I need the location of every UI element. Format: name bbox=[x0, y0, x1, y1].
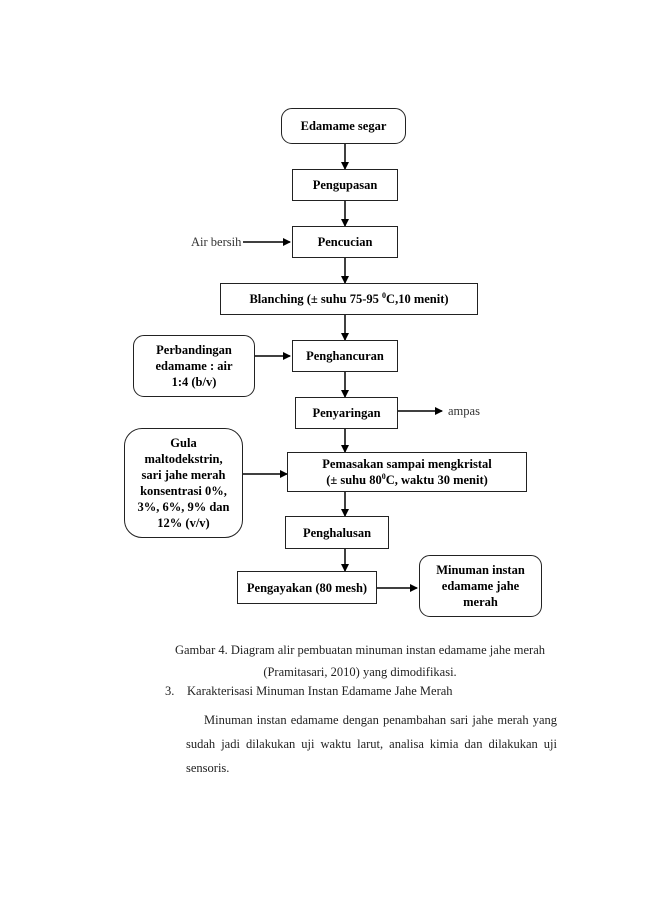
input-air-bersih: Air bersih bbox=[191, 234, 241, 250]
pemasakan-degree-sup: 0 bbox=[381, 471, 386, 481]
pemasakan-line-1: Pemasakan sampai mengkristal bbox=[322, 457, 492, 471]
perbandingan-line-2: edamame : air bbox=[155, 359, 233, 373]
step-penyaringan-label: Penyaringan bbox=[312, 406, 381, 420]
blanching-text-pre: Blanching (± suhu 75-95 bbox=[249, 292, 383, 306]
caption-line-2: (Pramitasari, 2010) yang dimodifikasi. bbox=[263, 665, 457, 679]
step-pengayakan: Pengayakan (80 mesh) bbox=[237, 571, 377, 604]
step-penghalusan-label: Penghalusan bbox=[302, 525, 372, 540]
section-paragraph: Minuman instan edamame dengan penambahan… bbox=[186, 713, 557, 775]
gula-line-3: sari jahe merah bbox=[141, 468, 226, 482]
caption-line-1: Gambar 4. Diagram alir pembuatan minuman… bbox=[174, 643, 545, 657]
gula-line-5: 3%, 6%, 9% dan bbox=[137, 500, 230, 514]
start-node-label: Edamame segar bbox=[300, 119, 387, 133]
step-blanching-label: Blanching (± suhu 75-95 0C,10 menit) bbox=[249, 291, 448, 307]
step-penyaringan: Penyaringan bbox=[295, 397, 398, 429]
input-perbandingan: Perbandingan edamame : air 1:4 (b/v) bbox=[133, 335, 255, 397]
output-ampas-label: ampas bbox=[448, 404, 480, 418]
gula-line-1: Gula bbox=[170, 436, 197, 450]
step-penghancuran-label: Penghancuran bbox=[306, 349, 384, 363]
result-line-2: edamame jahe bbox=[441, 579, 520, 593]
step-pencucian-label: Pencucian bbox=[317, 235, 373, 249]
output-minuman-instan: Minuman instan edamame jahe merah bbox=[419, 555, 542, 617]
step-pencucian: Pencucian bbox=[292, 226, 398, 258]
input-gula-maltodekstrin: Gula maltodekstrin, sari jahe merah kons… bbox=[124, 428, 243, 538]
section-number: 3. bbox=[165, 684, 175, 698]
blanching-degree-sup: 0 bbox=[382, 290, 387, 300]
section-title: Karakterisasi Minuman Instan Edamame Jah… bbox=[187, 684, 453, 698]
step-pemasakan: Pemasakan sampai mengkristal (± suhu 800… bbox=[287, 452, 527, 492]
step-pengayakan-label: Pengayakan (80 mesh) bbox=[246, 580, 368, 595]
start-node-edamame-segar: Edamame segar bbox=[281, 108, 406, 144]
pemasakan-line-2: (± suhu 800C, waktu 30 menit) bbox=[326, 472, 488, 488]
result-line-1: Minuman instan bbox=[436, 563, 525, 577]
gula-line-4: konsentrasi 0%, bbox=[140, 484, 227, 498]
section-heading: 3. Karakterisasi Minuman Instan Edamame J… bbox=[165, 684, 453, 699]
gula-line-6: 12% (v/v) bbox=[157, 516, 210, 530]
gula-line-2: maltodekstrin, bbox=[144, 452, 223, 466]
result-line-3: merah bbox=[463, 595, 498, 609]
step-blanching: Blanching (± suhu 75-95 0C,10 menit) bbox=[220, 283, 478, 315]
pemasakan-text-pre: (± suhu 80 bbox=[326, 473, 382, 487]
step-penghancuran: Penghancuran bbox=[292, 340, 398, 372]
step-pengupasan: Pengupasan bbox=[292, 169, 398, 201]
perbandingan-line-3: 1:4 (b/v) bbox=[171, 375, 217, 389]
input-air-bersih-label: Air bersih bbox=[191, 235, 242, 249]
pemasakan-text-post: C, waktu 30 menit) bbox=[385, 473, 488, 487]
blanching-text-post: C,10 menit) bbox=[386, 292, 449, 306]
step-penghalusan: Penghalusan bbox=[285, 516, 389, 549]
figure-caption: Gambar 4. Diagram alir pembuatan minuman… bbox=[130, 639, 590, 683]
output-ampas: ampas bbox=[448, 403, 480, 419]
step-pengupasan-label: Pengupasan bbox=[312, 178, 378, 192]
perbandingan-line-1: Perbandingan bbox=[156, 343, 232, 357]
